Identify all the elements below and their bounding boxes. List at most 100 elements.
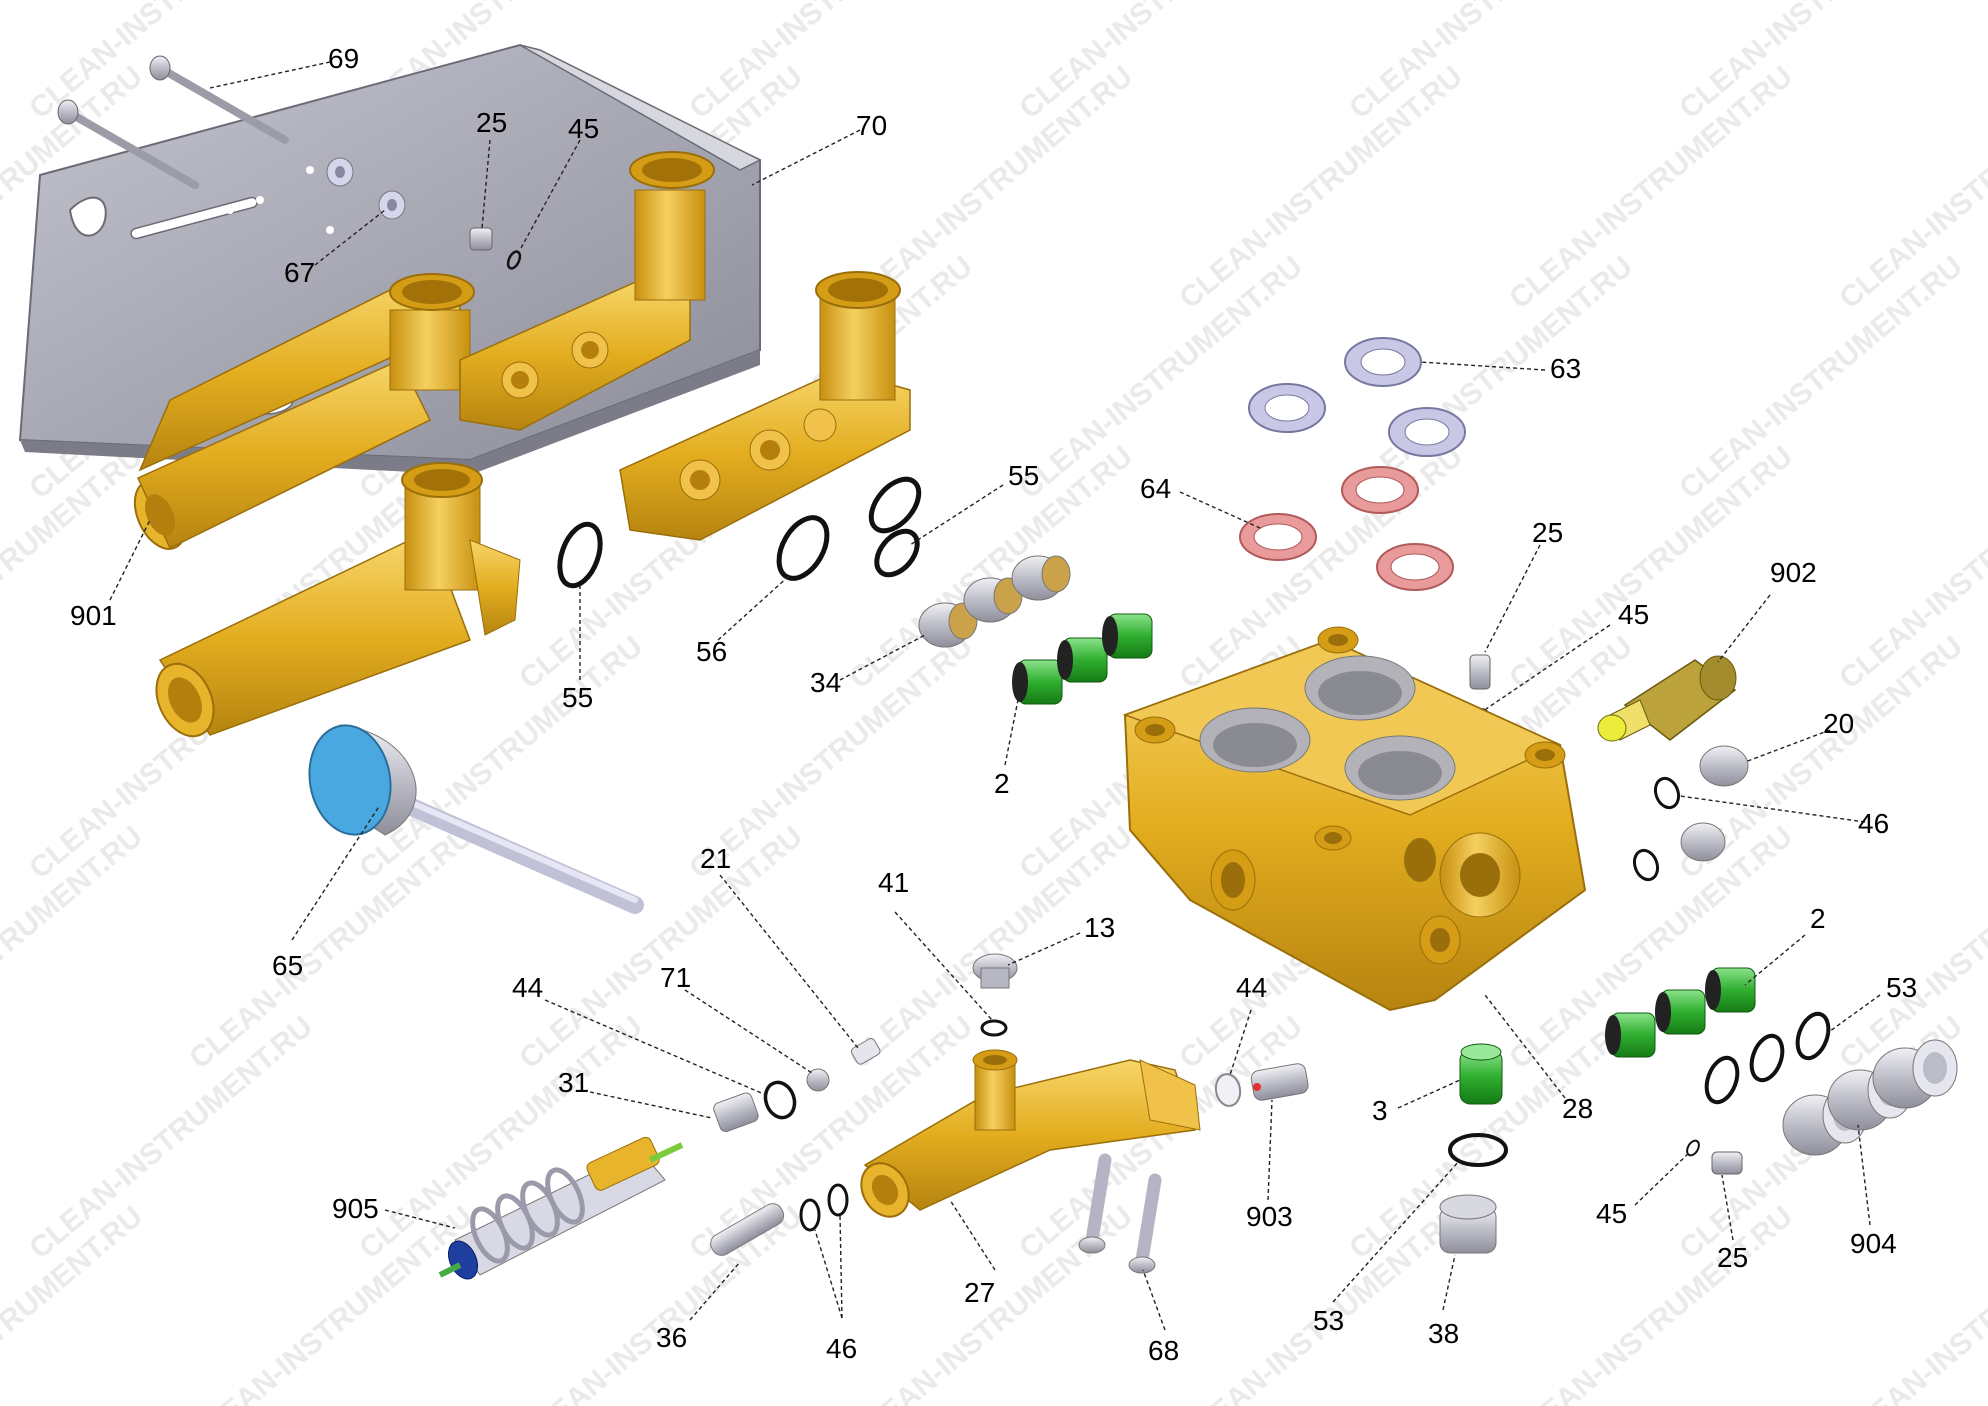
leader-lines xyxy=(109,61,1881,1331)
part-65-rod xyxy=(308,724,644,914)
watermark-text: CLEAN-INSTRUMENT.RU xyxy=(1013,250,1309,506)
watermark-text: CLEAN-INSTRUMENT.RU xyxy=(683,0,979,125)
callout-36: 36 xyxy=(656,1322,687,1353)
watermark-text: CLEAN-INSTRUMENT.RU xyxy=(1503,1200,1799,1406)
part-904-sleeves xyxy=(1782,1039,1958,1156)
part-38-cap xyxy=(1439,1194,1497,1254)
brass-pipe-lower-left xyxy=(155,462,521,738)
callout-25: 25 xyxy=(1717,1242,1748,1273)
watermark-text: CLEAN-INSTRUMENT.RU xyxy=(1173,1200,1469,1406)
part-34-sleeves xyxy=(918,555,1071,648)
callout-46: 46 xyxy=(1858,808,1889,839)
part-55-orings-b xyxy=(868,476,922,578)
callout-68: 68 xyxy=(1148,1335,1179,1366)
part-46-orings-lower xyxy=(799,1183,849,1232)
watermark-text: CLEAN-INSTRUMENT.RU xyxy=(1173,60,1469,316)
part-2-valves-lower xyxy=(1605,967,1756,1058)
callout-20: 20 xyxy=(1823,708,1854,739)
part-36-pin xyxy=(710,1203,785,1256)
part-53-orings-right xyxy=(1704,1011,1831,1105)
callout-46: 46 xyxy=(826,1333,857,1364)
callout-28: 28 xyxy=(1562,1093,1593,1124)
watermark-text: CLEAN-INSTRUMENT.RU xyxy=(843,820,1139,1076)
part-69-bolts xyxy=(57,55,289,189)
part-45-oring-lower xyxy=(1686,1139,1700,1157)
callout-64: 64 xyxy=(1140,473,1171,504)
callout-27: 27 xyxy=(964,1277,995,1308)
callout-70: 70 xyxy=(856,110,887,141)
watermark-text: CLEAN-INSTRUMENT.RU xyxy=(1503,440,1799,696)
callout-21: 21 xyxy=(700,843,731,874)
part-905-unloader xyxy=(438,1136,684,1280)
callout-53: 53 xyxy=(1313,1305,1344,1336)
part-46-orings-right xyxy=(1632,776,1681,882)
callout-25: 25 xyxy=(476,107,507,138)
part-31-nut xyxy=(713,1092,759,1133)
callout-904: 904 xyxy=(1850,1228,1897,1259)
callout-44: 44 xyxy=(1236,972,1267,1003)
part-21-spring xyxy=(850,1037,881,1065)
callout-55: 55 xyxy=(562,682,593,713)
callout-45: 45 xyxy=(1596,1198,1627,1229)
part-56-oring xyxy=(776,515,830,581)
part-901-manifold xyxy=(133,151,715,550)
watermark-text: CLEAN-INSTRUMENT.RU xyxy=(1013,0,1309,125)
callout-2: 2 xyxy=(994,768,1010,799)
part-3-valve xyxy=(1459,1043,1503,1105)
part-902-valve xyxy=(1597,655,1737,742)
part-903-check xyxy=(1250,1063,1309,1101)
callout-labels: 69 25 45 70 67 901 55 56 55 34 2 63 64 2… xyxy=(70,43,1917,1366)
part-41-oring xyxy=(980,1019,1008,1037)
watermark-text: CLEAN-INSTRUMENT.RU xyxy=(23,1010,319,1266)
watermark-text: CLEAN-INSTRUMENT.RU xyxy=(1343,0,1639,125)
callout-31: 31 xyxy=(558,1067,589,1098)
manifold-section xyxy=(619,271,911,541)
watermark-text: CLEAN-INSTRUMENT.RU xyxy=(1673,0,1969,125)
callout-3: 3 xyxy=(1372,1095,1388,1126)
part-25-plug-middle xyxy=(1469,654,1491,690)
part-20-caps xyxy=(1680,745,1749,862)
callout-902: 902 xyxy=(1770,557,1817,588)
part-55-oring-a xyxy=(557,521,603,589)
callout-38: 38 xyxy=(1428,1318,1459,1349)
watermark-text: CLEAN-INSTRUMENT.RU xyxy=(1503,60,1799,316)
watermark-text: CLEAN-INSTRUMENT.RU xyxy=(183,1200,479,1406)
part-2-valves-upper xyxy=(1012,613,1153,705)
callout-41: 41 xyxy=(878,867,909,898)
callout-55: 55 xyxy=(1008,460,1039,491)
callout-69: 69 xyxy=(328,43,359,74)
watermark-text: CLEAN-INSTRUMENT.RU xyxy=(1673,250,1969,506)
callout-905: 905 xyxy=(332,1193,379,1224)
part-28-pump-head xyxy=(1122,626,1587,1012)
callout-45: 45 xyxy=(1618,599,1649,630)
callout-63: 63 xyxy=(1550,353,1581,384)
callout-65: 65 xyxy=(272,950,303,981)
callout-71: 71 xyxy=(660,962,691,993)
part-13-plug xyxy=(972,953,1018,989)
callout-25: 25 xyxy=(1532,517,1563,548)
callout-13: 13 xyxy=(1084,912,1115,943)
part-25-plug-upper xyxy=(469,227,493,251)
callout-903: 903 xyxy=(1246,1201,1293,1232)
callout-45: 45 xyxy=(568,113,599,144)
part-45-oring-upper xyxy=(506,250,522,270)
watermark-text: CLEAN-INSTRUMENT.RU xyxy=(183,820,479,1076)
part-53-oring-lower xyxy=(1448,1133,1508,1167)
part-63-washers xyxy=(1248,337,1466,457)
part-67-washers xyxy=(326,157,406,220)
callout-53: 53 xyxy=(1886,972,1917,1003)
callout-34: 34 xyxy=(810,667,841,698)
part-44-oring-left xyxy=(763,1080,797,1120)
callout-56: 56 xyxy=(696,636,727,667)
part-44-oring-right xyxy=(1214,1073,1242,1107)
callout-44: 44 xyxy=(512,972,543,1003)
watermark-text: CLEAN-INSTRUMENT.RU xyxy=(513,820,809,1076)
part-25-plug-lower xyxy=(1711,1151,1743,1175)
callout-901: 901 xyxy=(70,600,117,631)
part-27-elbow xyxy=(860,1049,1201,1218)
callout-67: 67 xyxy=(284,257,315,288)
part-64-seals xyxy=(1239,466,1454,591)
part-71-ball xyxy=(806,1068,830,1092)
callout-2: 2 xyxy=(1810,903,1826,934)
